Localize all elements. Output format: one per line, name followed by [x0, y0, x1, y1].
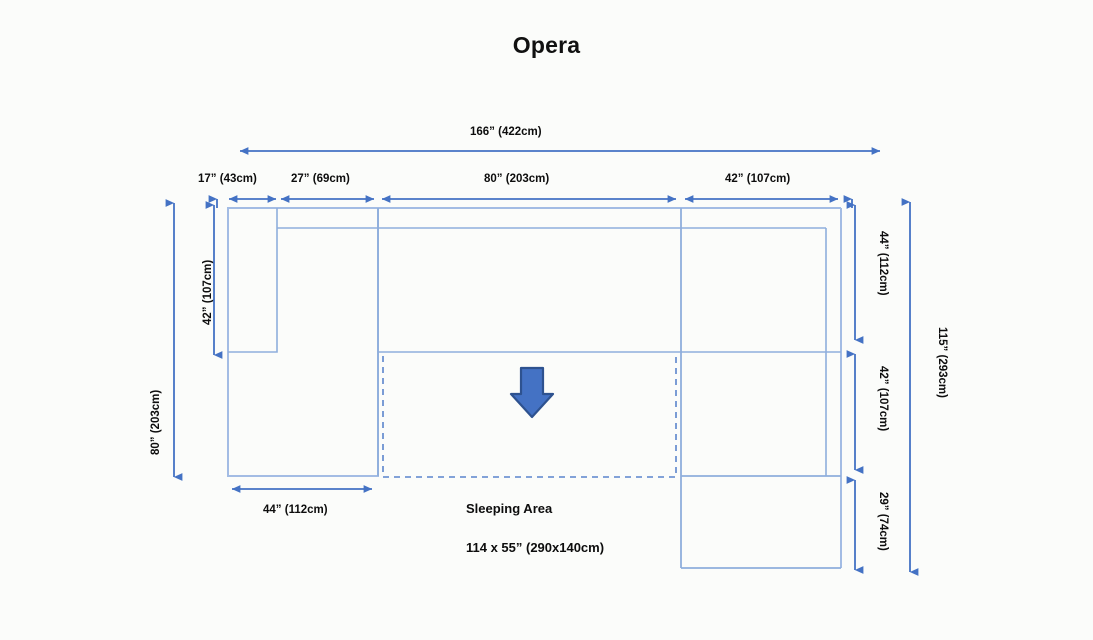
dimension-label-overall-width: 166” (422cm)	[470, 126, 542, 138]
sleeping-area-outline	[382, 356, 677, 478]
sleeping-area-size: 114 x 55” (290x140cm)	[466, 540, 605, 555]
dimension-label-top-segment-3: 80” (203cm)	[484, 173, 550, 185]
pullout-direction-arrow	[509, 366, 555, 419]
page-title: Opera	[512, 32, 581, 58]
sleeping-area-label: Sleeping Area	[466, 501, 553, 516]
dimension-lines-top-segments	[208, 195, 853, 208]
dimension-lines-left	[165, 199, 223, 481]
dimension-label-top-segment-4: 42” (107cm)	[725, 173, 791, 185]
furniture-outline	[227, 207, 842, 569]
dimension-label-top-segment-1: 17” (43cm)	[198, 173, 257, 185]
dimension-label-top-segment-2: 27” (69cm)	[291, 173, 350, 185]
dimension-label-bottom-segment: 44” (112cm)	[263, 504, 328, 516]
sleeping-area-rect	[382, 356, 677, 478]
outline-left-chaise-outer	[227, 207, 379, 477]
dimension-lines-right	[846, 198, 919, 576]
outline-armrest-box	[228, 208, 278, 353]
